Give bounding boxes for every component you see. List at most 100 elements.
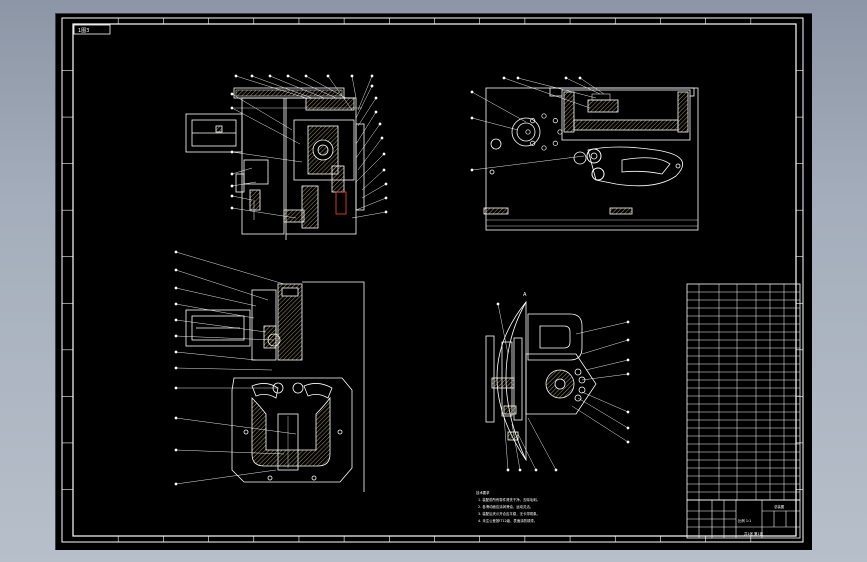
title-block-text: 总装图 比例 1:1 共1张 第1张 [738,504,785,536]
leader-line [351,211,387,219]
bolt-hole [541,113,547,119]
notes-line-1: 1. 装配前所有零件清洗干净，去除毛刺。 [478,497,540,502]
bolt-hole [530,140,536,146]
notes-title: 技术要求 [476,490,490,495]
leader-line [355,85,373,119]
leader-line [497,303,509,355]
leader-line [575,321,629,335]
leader-dot [626,426,630,430]
technical-notes: 技术要求 1. 装配前所有零件清洗干净，去除毛刺。 2. 各滑动面应涂润滑油，运… [476,490,540,523]
leader-line [175,319,267,333]
leader-line [231,181,257,187]
leader-line [231,93,293,131]
title-block[interactable] [686,499,801,539]
leader-line [355,197,387,211]
view-front-section[interactable] [185,87,365,240]
leader-line [581,339,629,355]
leader-dot [174,482,178,486]
leader-dot [174,302,178,306]
leader-line [357,137,383,171]
leader-line [585,359,629,371]
leader-dot [384,196,388,200]
leader-dot [470,116,474,120]
bolt-hole [541,145,547,151]
leader-line [231,207,297,219]
leader-dot [578,76,582,80]
leader-line [517,433,537,471]
leader-dot [384,210,388,214]
leader-dot [174,366,178,370]
leader-dot [250,74,254,78]
leader-dot [382,152,386,156]
leader-line [511,423,521,471]
leader-line [175,251,285,285]
view-side[interactable] [483,87,699,231]
leader-dot [626,372,630,376]
leader-lines-side [470,76,605,172]
leader-dot [626,358,630,362]
leader-dot [626,440,630,444]
drawing-viewport[interactable]: 1图3 [55,13,812,550]
leader-dot [174,386,178,390]
leader-line [527,417,557,471]
leader-dot [174,268,178,272]
leader-line [175,417,297,435]
view-gripper-section[interactable] [185,281,365,492]
leader-line [565,77,601,95]
leader-line [355,111,377,145]
leader-dot [230,184,234,188]
drawing-scale: 比例 1:1 [738,518,751,523]
leader-line [175,287,257,307]
cad-drawing-canvas[interactable]: 1图3 [56,14,812,550]
leader-dot [230,150,234,154]
leader-line [503,77,591,109]
leader-line [361,183,387,199]
leader-line [305,75,347,99]
sheet-tag: 1图3 [73,24,111,35]
notes-line-4: 4. 未注公差按IT12级，表面涂防锈漆。 [478,518,537,523]
sheet-tag-text: 1图3 [78,28,89,34]
leader-line [357,97,377,127]
leader-line [503,415,509,471]
leader-dot [374,96,378,100]
leader-line [581,373,629,381]
leader-dot [230,106,234,110]
leader-dot [304,74,308,78]
leader-line [581,391,629,413]
leader-dot [378,122,382,126]
leader-dot [380,136,384,140]
leader-dot [234,74,238,78]
leader-line [517,77,597,99]
leader-dot [626,320,630,324]
leader-dot [174,416,178,420]
leader-line [471,117,519,131]
leader-dot [470,90,474,94]
leader-dot [230,172,234,176]
leader-dot [502,76,506,80]
view-rotated[interactable] [485,300,597,462]
leader-line [175,303,255,319]
leader-dot [174,448,178,452]
leader-line [269,75,325,99]
parts-list-table[interactable] [686,283,801,501]
leader-dot [496,302,500,306]
leader-dot [382,168,386,172]
leader-line [231,167,253,175]
bolt-hole [552,118,558,124]
leader-line [235,75,307,99]
bolt-hole [557,129,563,135]
leader-line [175,367,273,371]
leader-dot [518,468,522,472]
leader-dot [268,74,272,78]
leader-line [231,195,253,201]
leader-line [361,169,385,191]
leader-dot [384,182,388,186]
leader-dot [470,168,474,172]
leader-dot [374,110,378,114]
leader-dot [326,74,330,78]
leader-dot [230,194,234,198]
bolt-hole [552,140,558,146]
leader-dot [286,74,290,78]
leader-dot [370,84,374,88]
leader-line [471,155,585,171]
